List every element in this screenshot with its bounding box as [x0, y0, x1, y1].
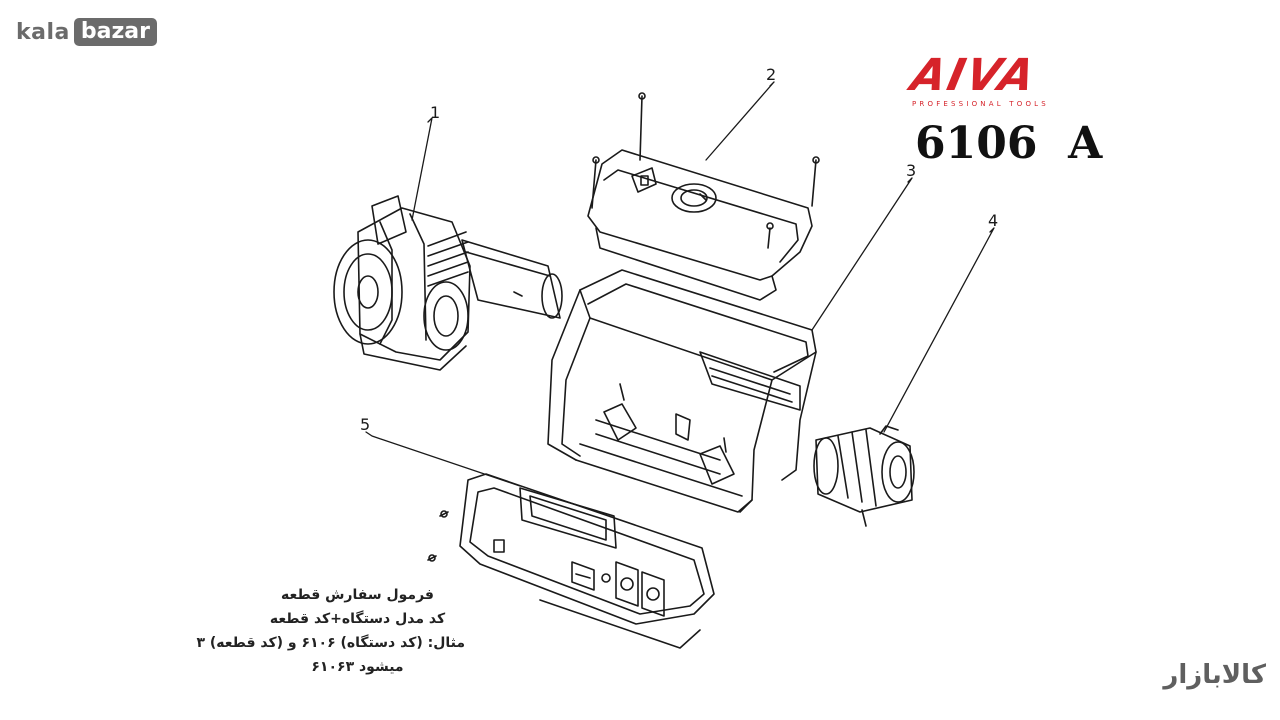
- alternator-drawing: [813, 425, 915, 527]
- aiva-brand-logo: AIVA PROFESSIONAL TOOLS: [907, 50, 1092, 108]
- brand-tagline: PROFESSIONAL TOOLS: [912, 100, 1049, 108]
- callout-5-leader: [365, 431, 521, 487]
- kalabazar-logo-bazar: bazar: [73, 18, 157, 46]
- callout-3-leader: [811, 177, 913, 331]
- engine-assembly-drawing: [333, 195, 563, 371]
- model-code: 6106 A: [915, 118, 1103, 169]
- order-formula-note: فرمول سفارش قطعه کد مدل دستگاه+کد قطعه م…: [196, 583, 465, 679]
- callout-1-leader: [411, 117, 433, 221]
- callout-4-leader: [883, 227, 995, 433]
- order-note-line-1: فرمول سفارش قطعه: [281, 587, 434, 603]
- callout-1: 1: [430, 103, 440, 122]
- order-note-line-4: میشود ۶۱۰۶۳: [311, 659, 404, 675]
- callout-4: 4: [988, 211, 998, 230]
- frame-drawing: [547, 269, 817, 513]
- callout-2: 2: [766, 65, 776, 84]
- callout-2-leader: [705, 81, 775, 161]
- kalabazar-logo-kala: kala: [16, 19, 70, 45]
- kalabazar-persian-logo: کالابازار: [1163, 660, 1266, 690]
- callout-leaders: [365, 81, 995, 487]
- fuel-tank-drawing: [587, 92, 820, 301]
- callout-3: 3: [906, 161, 916, 180]
- control-panel-drawing: [427, 473, 715, 649]
- kalabazar-logo: kala bazar: [16, 18, 157, 46]
- order-note-line-2: کد مدل دستگاه+کد قطعه: [269, 611, 446, 627]
- callout-5: 5: [360, 415, 370, 434]
- order-note-line-3: مثال: (کد دستگاه) ۶۱۰۶ و (کد قطعه) ۳: [196, 635, 465, 651]
